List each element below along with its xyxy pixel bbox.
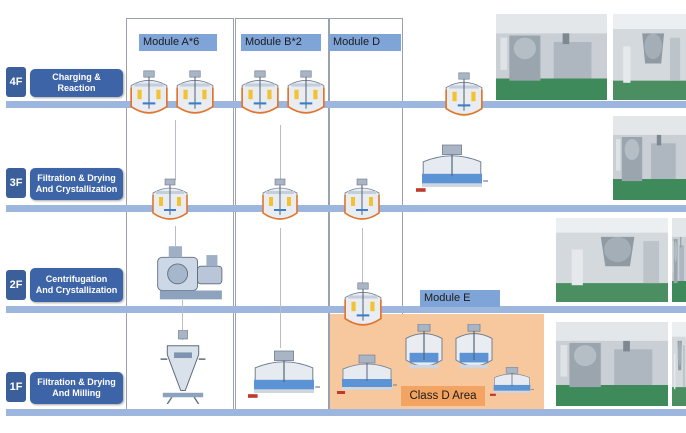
reactor-icon — [128, 70, 170, 120]
small-reactor-icon — [400, 324, 448, 372]
reactor-icon — [150, 178, 190, 226]
floor-name-2f-line2: And Crystallization — [35, 285, 118, 295]
pipe-a — [175, 120, 176, 180]
reactor-icon — [260, 178, 300, 226]
module-d-label: Module D — [329, 34, 401, 51]
floor-name-2f-line1: Centrifugation — [45, 274, 108, 284]
floor-name-2f: Centrifugation And Crystallization — [30, 268, 123, 302]
pipe-b2 — [280, 228, 281, 348]
floor-name-1f-line2: And Milling — [52, 388, 101, 398]
reactor-icon — [285, 70, 327, 120]
facility-photo — [496, 14, 607, 100]
floor-name-3f: Filtration & Drying And Crystallization — [30, 168, 123, 200]
floor-tag-4f: 4F — [6, 67, 26, 97]
filter-dryer-icon — [490, 360, 534, 404]
reactor-icon — [174, 70, 216, 120]
floor-name-4f: Charging & Reaction — [30, 69, 123, 97]
centrifuge-icon — [150, 244, 234, 306]
floor-name-3f-line2: And Crystallization — [35, 184, 118, 194]
facility-photo — [672, 322, 686, 406]
floor-name-4f-line2: Reaction — [57, 83, 96, 93]
filter-dryer-icon — [248, 346, 320, 404]
floor-name-1f: Filtration & Drying And Milling — [30, 372, 123, 404]
filter-dryer-icon — [337, 350, 397, 400]
facility-photo — [613, 116, 686, 200]
floor-line-1f — [6, 409, 686, 416]
facility-photo — [556, 218, 668, 302]
pipe-a2 — [175, 226, 176, 246]
module-a-label: Module A*6 — [139, 34, 217, 51]
reactor-icon — [342, 282, 384, 332]
facility-photo — [613, 14, 686, 100]
floor-name-1f-line1: Filtration & Drying — [37, 377, 116, 387]
floor-line-4f — [6, 101, 686, 108]
facility-photo — [556, 322, 668, 406]
reactor-icon — [443, 72, 485, 122]
module-b-label: Module B*2 — [241, 34, 321, 51]
module-e-label: Module E — [420, 290, 500, 307]
pipe-b — [280, 125, 281, 185]
floor-name-4f-line1: Charging & — [52, 72, 101, 82]
floor-tag-3f: 3F — [6, 168, 26, 198]
filter-dryer-icon — [416, 138, 488, 200]
pipe-d — [362, 228, 363, 288]
class-d-area-label: Class D Area — [401, 386, 485, 406]
reactor-icon — [342, 178, 382, 226]
facility-photo — [672, 218, 686, 302]
floor-tag-2f: 2F — [6, 270, 26, 300]
reactor-icon — [239, 70, 281, 120]
floor-tag-1f: 1F — [6, 372, 26, 402]
pipe-a3 — [182, 300, 183, 340]
floor-name-3f-line1: Filtration & Drying — [37, 173, 116, 183]
cone-dryer-icon — [157, 330, 209, 404]
